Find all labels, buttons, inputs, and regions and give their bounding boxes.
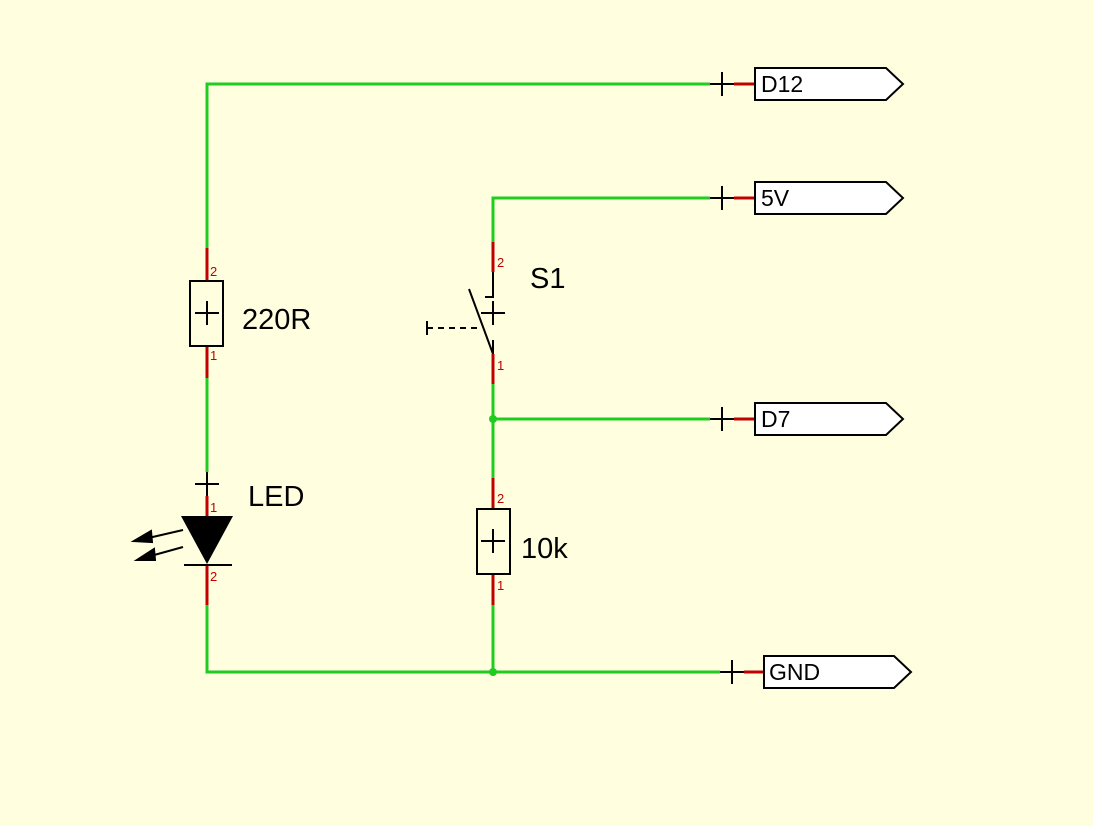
r2-label: 10k <box>521 533 568 565</box>
port-d7-label: D7 <box>761 406 790 432</box>
resistor-r2[interactable]: 2 1 10k <box>476 478 568 605</box>
port-d12-label: D12 <box>761 71 803 97</box>
led-pin-bottom: 2 <box>210 569 217 584</box>
r1-body <box>189 280 224 347</box>
port-gnd-label: GND <box>769 659 820 685</box>
port-5v-flag <box>754 181 905 215</box>
r2-pin-top: 2 <box>497 491 504 506</box>
port-d12-flag <box>754 67 905 101</box>
resistor-r1[interactable]: 2 1 220R <box>189 248 311 378</box>
s1-lever <box>468 288 494 355</box>
s1-pin-top: 2 <box>497 255 504 270</box>
port-d7[interactable]: D7 <box>710 402 905 436</box>
wire-gnd-net[interactable] <box>205 605 720 674</box>
port-d12[interactable]: D12 <box>710 67 905 101</box>
junction-dot-d7 <box>489 415 497 423</box>
s1-pin-bottom: 1 <box>497 358 504 373</box>
s1-top-contact <box>485 272 494 298</box>
port-d7-flag <box>754 402 905 436</box>
r1-pin-top: 2 <box>210 264 217 279</box>
junction-dot-gnd <box>489 668 497 676</box>
switch-s1[interactable]: 2 1 S1 <box>426 242 565 384</box>
led-arrow-upper-head <box>130 529 154 544</box>
port-gnd-flag <box>763 655 913 689</box>
wires <box>205 82 720 674</box>
r1-label: 220R <box>242 304 311 336</box>
wire-5v-net[interactable] <box>491 196 710 242</box>
led-label: LED <box>248 481 304 513</box>
r1-pin-bottom: 1 <box>210 348 217 363</box>
wire-d12-net[interactable] <box>205 82 710 248</box>
led-d1[interactable]: 1 2 LED <box>130 472 304 605</box>
r2-body <box>476 508 511 575</box>
port-gnd[interactable]: GND <box>720 655 913 689</box>
led-pin-top: 1 <box>210 500 217 515</box>
r2-pin-bottom: 1 <box>497 578 504 593</box>
port-5v[interactable]: 5V <box>710 181 905 215</box>
led-emission-arrows <box>130 529 184 561</box>
led-arrow-lower-head <box>133 547 157 561</box>
led-triangle <box>181 516 233 564</box>
port-5v-label: 5V <box>761 185 790 211</box>
s1-label: S1 <box>530 263 565 295</box>
